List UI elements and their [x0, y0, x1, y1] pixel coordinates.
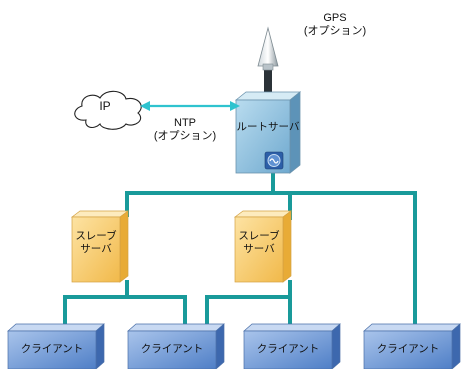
ntp-label: NTP (オプション) — [150, 117, 220, 143]
slave-server-box — [233, 210, 293, 283]
slave1-client2-line — [127, 295, 187, 325]
gps-label-line2: (オプション) — [303, 25, 367, 37]
ip-cloud-icon — [74, 90, 142, 130]
client-box — [243, 323, 341, 369]
ntp-double-arrow — [140, 101, 240, 111]
slave-server-label: スレーブ サーバ — [235, 230, 283, 256]
root-server-box — [234, 91, 302, 174]
slave1-client1-line — [63, 280, 129, 325]
network-lines — [63, 171, 417, 325]
slave2-client2-line — [205, 280, 292, 325]
slave-server-label: スレーブ サーバ — [72, 230, 120, 256]
client-label: クライアント — [256, 343, 320, 355]
client-box — [363, 323, 461, 369]
ntp-label-line1: NTP — [174, 117, 196, 129]
gps-label: GPS (オプション) — [300, 12, 370, 38]
client-label: クライアント — [376, 343, 440, 355]
slave-server-label-line2: サーバ — [80, 243, 112, 255]
gps-antenna-icon — [257, 26, 279, 92]
client-label: クライアント — [20, 343, 84, 355]
ip-label: IP — [99, 99, 111, 113]
slave-server-label-line1: スレーブ — [75, 230, 117, 242]
slave-server-box — [70, 210, 130, 283]
slave-server-label-line1: スレーブ — [238, 230, 280, 242]
root-server-label: ルートサーバ — [236, 121, 300, 133]
client-box — [127, 323, 225, 369]
slave-server-label-line2: サーバ — [243, 243, 275, 255]
ntp-label-line2: (オプション) — [153, 130, 217, 142]
gps-label-line1: GPS — [323, 12, 347, 24]
client-label: クライアント — [140, 343, 204, 355]
client-box — [7, 323, 105, 369]
distribution-bus-line — [125, 191, 417, 325]
